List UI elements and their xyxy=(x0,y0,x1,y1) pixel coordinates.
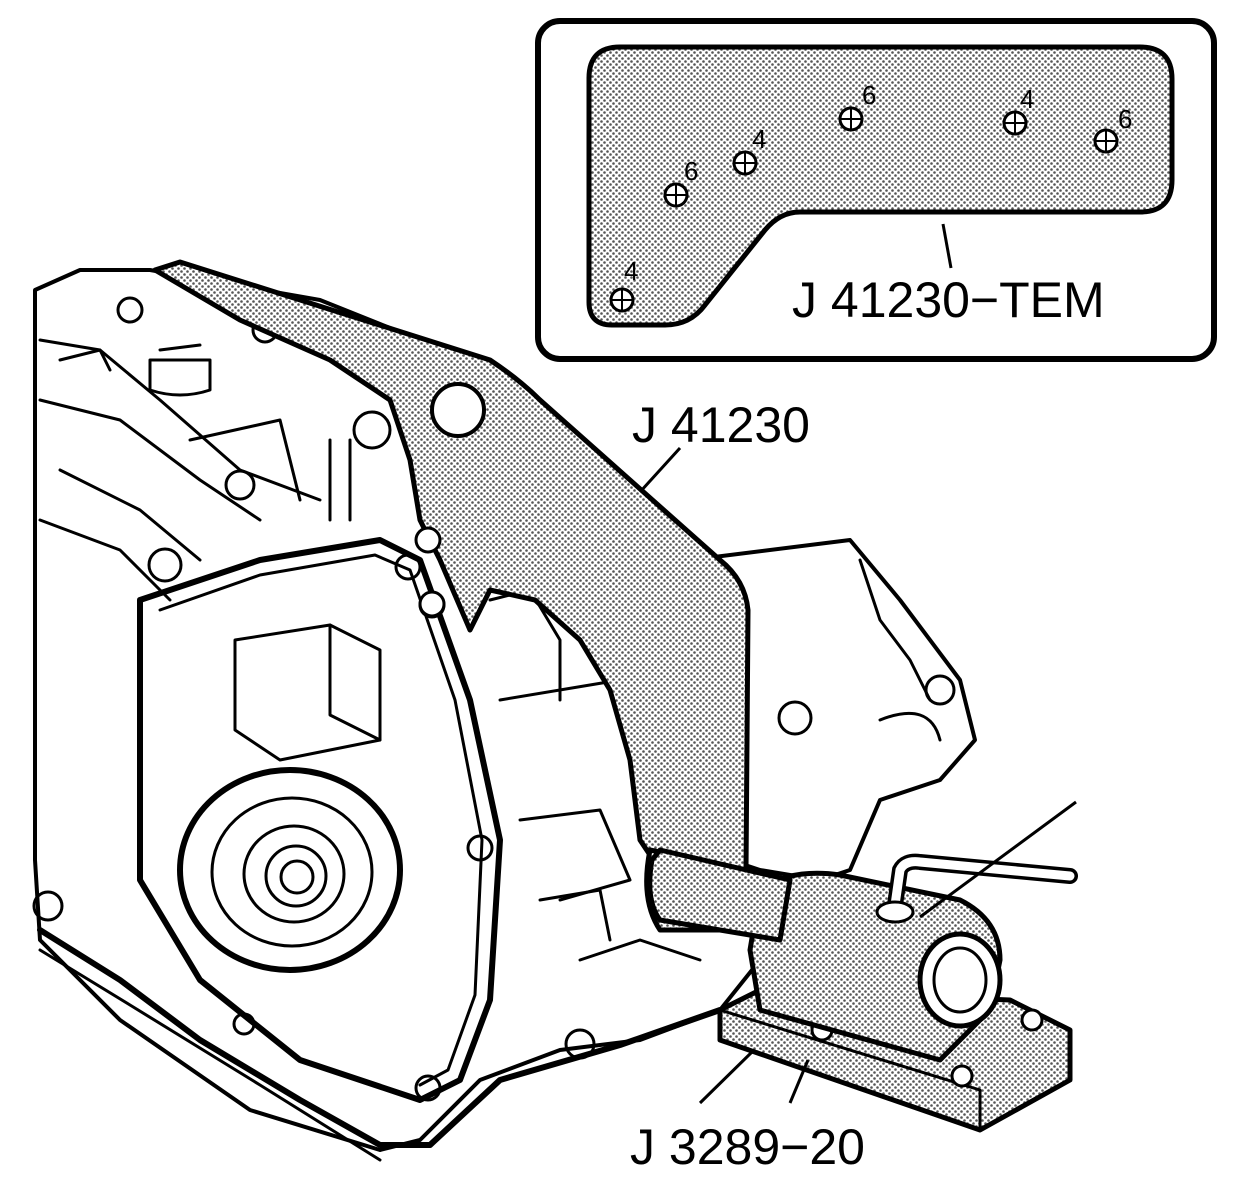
fixture-callout: J 41230 xyxy=(632,397,810,453)
fixture-leader-line xyxy=(638,446,682,494)
bolt-label: 6 xyxy=(862,80,876,110)
pin-leader-line xyxy=(919,800,1077,919)
template-leader-line xyxy=(941,223,953,269)
bolt-label: 6 xyxy=(1118,104,1132,134)
transaxle-assembly xyxy=(32,268,977,1162)
rear-housing xyxy=(688,538,977,882)
template-plate xyxy=(586,44,1175,328)
bolt-hole-crosshair-icon xyxy=(609,287,635,313)
adapter-leader-line-a xyxy=(698,1048,756,1105)
bolt-hole-crosshair-icon xyxy=(838,106,864,132)
bolt-hole-crosshair-icon xyxy=(732,150,758,176)
axle-seal-boss xyxy=(177,767,403,973)
adapter-callout: J 3289−20 xyxy=(630,1119,865,1175)
bolt-label: 4 xyxy=(624,256,638,286)
bolt-label: 4 xyxy=(752,124,766,154)
side-cover-outline xyxy=(137,537,503,1103)
adapter-leader-line-b xyxy=(788,1059,810,1104)
template-callout: J 41230−TEM xyxy=(792,272,1105,328)
bolt-label: 6 xyxy=(684,156,698,186)
bolt-hole-crosshair-icon xyxy=(1093,128,1119,154)
bolt-hole-crosshair-icon xyxy=(1002,110,1028,136)
template-bolt-holes xyxy=(609,106,1119,313)
bolt-label: 4 xyxy=(1020,84,1034,114)
template-inset: 4 6 4 6 4 6 J 41230−TEM xyxy=(535,18,1217,362)
fixture-plate xyxy=(152,259,751,873)
fixture-hole xyxy=(430,382,486,438)
holding-fixture-j3289-20 xyxy=(647,847,1078,1133)
bolt-hole-crosshair-icon xyxy=(663,182,689,208)
